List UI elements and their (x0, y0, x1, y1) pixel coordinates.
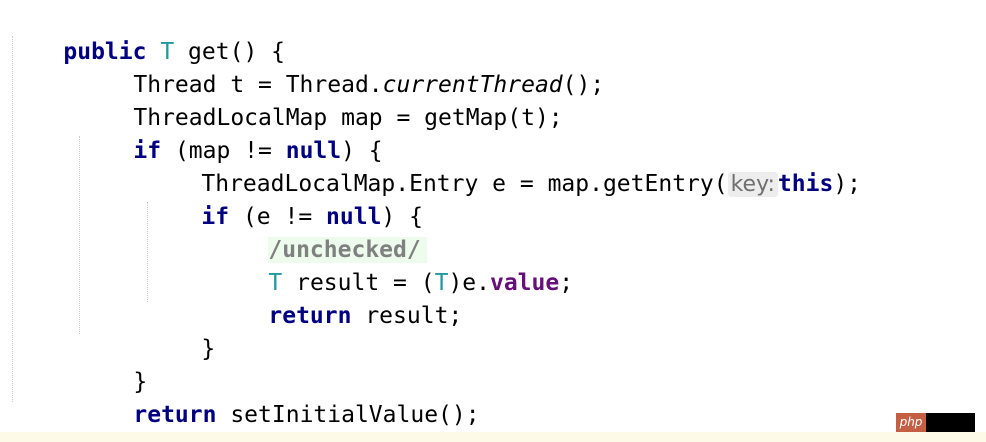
code-text: ) { (381, 204, 423, 230)
code-line-1[interactable]: public T get() { (8, 3, 285, 65)
indent-guide (79, 136, 80, 334)
closing-brace: } (201, 336, 216, 362)
indent-guide (12, 36, 13, 402)
bottom-highlight-bar (0, 432, 986, 442)
code-line-4[interactable]: if (map != null) { (78, 102, 382, 164)
code-text: )e. (448, 270, 490, 296)
closing-brace: } (133, 369, 148, 395)
watermark: php (896, 413, 975, 432)
watermark-block (926, 413, 975, 432)
keyword-if: if (201, 204, 230, 230)
indent-guide (147, 202, 148, 302)
keyword-this: this (777, 171, 834, 197)
code-text: Thread t = Thread. (133, 72, 383, 98)
keyword-null: null (285, 138, 342, 164)
code-text: ) { (341, 138, 383, 164)
code-text: ThreadLocalMap map = getMap(t); (133, 105, 563, 131)
keyword-if: if (133, 138, 162, 164)
type-parameter: T (268, 270, 283, 296)
code-text: (); (562, 72, 605, 98)
code-line-3[interactable]: ThreadLocalMap map = getMap(t); (78, 69, 562, 131)
php-logo: php (896, 413, 926, 432)
keyword-null: null (326, 204, 382, 230)
code-line-13[interactable]: } (8, 399, 77, 442)
field-value: value (489, 270, 560, 296)
code-line-12[interactable]: return setInitialValue(); (78, 366, 479, 428)
code-text: (map != (161, 138, 286, 164)
code-line-7[interactable]: /unchecked/ (213, 201, 427, 263)
type-parameter: T (434, 270, 449, 296)
type-parameter: T (160, 39, 175, 65)
code-text: ThreadLocalMap.Entry e = map.getEntry( (201, 171, 728, 197)
static-method-call: currentThread (382, 72, 563, 98)
code-line-6[interactable]: if (e != null) { (146, 168, 423, 230)
code-text: (e != (229, 204, 327, 230)
code-text: result = ( (282, 270, 435, 296)
code-line-9[interactable]: return result; (213, 267, 462, 329)
code-line-10[interactable]: } (146, 300, 215, 362)
keyword-return: return (268, 303, 352, 329)
code-line-11[interactable]: } (78, 333, 147, 395)
code-comment: /unchecked/ (268, 237, 427, 263)
code-text: setInitialValue(); (216, 402, 480, 428)
code-text: result; (351, 303, 463, 329)
keyword-return: return (133, 402, 217, 428)
keyword-public: public (63, 39, 147, 65)
code-line-5[interactable]: ThreadLocalMap.Entry e = map.getEntry(ke… (146, 135, 861, 197)
code-line-8[interactable]: T result = (T)e.value; (213, 234, 573, 296)
code-text: ; (559, 270, 574, 296)
code-text: ); (833, 171, 862, 197)
method-signature: get() { (174, 39, 285, 65)
code-line-2[interactable]: Thread t = Thread.currentThread(); (78, 36, 604, 98)
parameter-hint: key: (727, 172, 778, 197)
